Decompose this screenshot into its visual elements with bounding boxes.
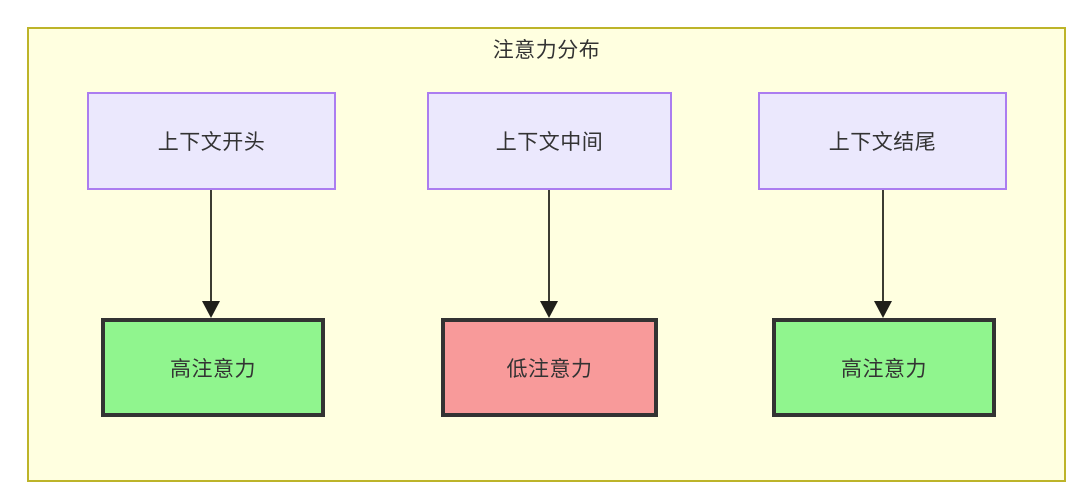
- node-context-middle-label: 上下文中间: [495, 131, 604, 154]
- node-context-end-label: 上下文结尾: [828, 131, 937, 154]
- node-context-end[interactable]: 上下文结尾: [758, 92, 1007, 190]
- node-attention-high-start[interactable]: 高注意力: [101, 318, 325, 417]
- node-context-start-label: 上下文开头: [157, 131, 266, 154]
- node-attention-high-end-label: 高注意力: [841, 357, 927, 381]
- node-attention-low-middle[interactable]: 低注意力: [441, 318, 658, 417]
- node-attention-high-end[interactable]: 高注意力: [772, 318, 996, 417]
- node-context-start[interactable]: 上下文开头: [87, 92, 336, 190]
- node-context-middle[interactable]: 上下文中间: [427, 92, 672, 190]
- node-attention-low-middle-label: 低注意力: [506, 357, 593, 381]
- node-attention-high-start-label: 高注意力: [170, 357, 256, 381]
- cluster-title: 注意力分布: [492, 39, 601, 62]
